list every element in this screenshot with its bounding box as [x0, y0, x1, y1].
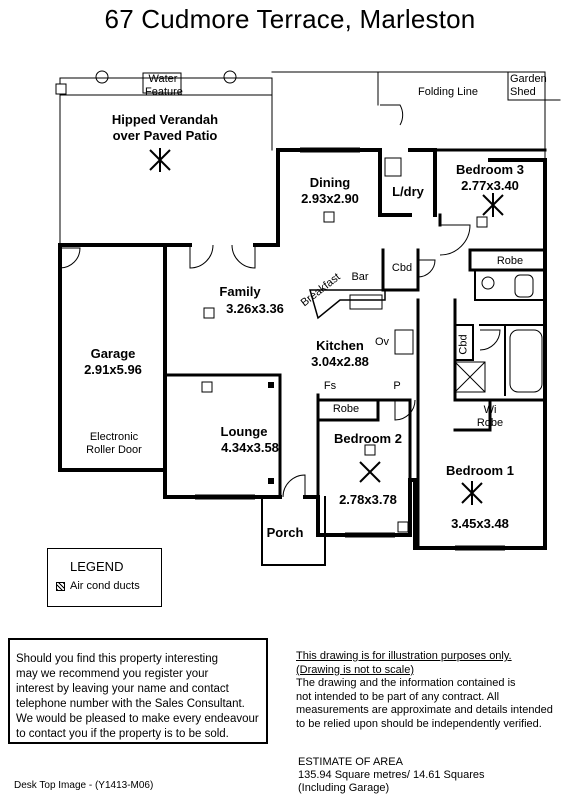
lounge-post-1 [268, 382, 274, 388]
area-heading: ESTIMATE OF AREA [298, 756, 403, 768]
laundry-label: L/dry [392, 184, 424, 199]
fan-bed1 [461, 481, 483, 505]
family-size: 3.26x3.36 [226, 301, 284, 316]
bed1-size: 3.45x3.48 [451, 516, 509, 531]
pantry-label: P [393, 380, 401, 392]
water-feature-label: Water Feature [145, 73, 183, 98]
verandah-label: Hipped Verandah over Paved Patio [111, 112, 219, 143]
legend-item-label: Air cond ducts [70, 580, 140, 592]
area-note: (Including Garage) [298, 782, 390, 794]
cbd-side-label: Cbd [457, 334, 470, 355]
fan-bed3 [482, 193, 504, 217]
robe3-label: Robe [496, 255, 524, 267]
bed2-name: Bedroom 2 [334, 431, 402, 446]
shower-x [454, 361, 486, 393]
porch-label: Porch [266, 525, 304, 540]
bar-label: Bar [351, 271, 369, 283]
cooktop [394, 329, 414, 355]
window-bed2 [345, 532, 395, 538]
door-family-left [189, 244, 214, 269]
porch [261, 496, 326, 566]
fan-bed2 [359, 461, 381, 483]
oven-label: Ov [374, 336, 390, 348]
hall-walls [416, 298, 547, 550]
door-cbd [417, 259, 436, 278]
laundry-trough [384, 157, 402, 177]
roller-door-label: Electronic Roller Door [86, 431, 142, 456]
door-ensuite [479, 329, 501, 351]
laundry-walls [378, 148, 437, 217]
door-laundry [380, 104, 404, 126]
lounge-name: Lounge [220, 424, 268, 439]
area-estimate: ESTIMATE OF AREA 135.94 Square metres/ 1… [298, 756, 485, 795]
fan-verandah [149, 148, 171, 172]
garden-plants [95, 70, 237, 94]
family-name: Family [219, 284, 261, 299]
cbd-top-label: Cbd [391, 262, 413, 274]
window-bed1 [455, 545, 505, 551]
footer: Desk Top Image - (Y1413-M06) [14, 780, 154, 791]
bed3-walls [433, 148, 547, 272]
lounge-size: 4.34x3.58 [221, 440, 279, 455]
exterior-wall-garage [58, 243, 167, 472]
fs-label: Fs [323, 380, 337, 392]
cbd-side [454, 324, 474, 361]
legend: LEGEND Air cond ducts [47, 548, 162, 607]
door-garage [59, 247, 81, 269]
shed-outline [507, 71, 561, 101]
dining-name: Dining [309, 175, 351, 190]
contact-text: Should you find this property interestin… [16, 653, 259, 740]
bed3-name: Bedroom 3 [456, 162, 524, 177]
robe2-label: Robe [332, 403, 360, 415]
legend-title: LEGEND [70, 559, 124, 574]
folding-line-label: Folding Line [418, 86, 478, 98]
ensuite [479, 324, 546, 396]
disclaimer-line1: This drawing is for illustration purpose… [296, 650, 512, 662]
wi-robe-label: Wi Robe [476, 404, 504, 429]
bed2-walls [316, 398, 412, 537]
breakfast-bar [309, 289, 386, 320]
air-duct-icon [56, 581, 65, 591]
shower [454, 361, 486, 393]
garage-name: Garage [90, 346, 136, 361]
area-value: 135.94 Square metres/ 14.61 Squares [298, 769, 485, 781]
door-bed2 [394, 399, 416, 421]
window-dining [300, 147, 360, 153]
disclaimer-body: The drawing and the information containe… [296, 677, 553, 730]
rear-fence [271, 71, 546, 161]
stove [349, 294, 383, 310]
kitchen-name: Kitchen [316, 338, 364, 353]
toilet [514, 274, 534, 298]
east-wall [488, 158, 547, 282]
garden-shed-label: Garden Shed [510, 73, 547, 98]
dining-size: 2.93x2.90 [301, 191, 359, 206]
door-porch [282, 474, 306, 498]
contact-box: Should you find this property interestin… [8, 638, 268, 744]
kitchen-size: 3.04x2.88 [311, 354, 369, 369]
bed2-size: 2.78x3.78 [339, 492, 397, 507]
disclaimer-line2: (Drawing is not to scale) [296, 663, 414, 676]
basin [481, 276, 495, 290]
page-title: 67 Cudmore Terrace, Marleston [104, 4, 476, 34]
exterior-wall-family [163, 148, 382, 247]
verandah-outline [59, 77, 273, 246]
bed1-walls [408, 278, 547, 550]
bed1-name: Bedroom 1 [446, 463, 514, 478]
window-lounge [195, 494, 255, 500]
bed3-size: 2.77x3.40 [461, 178, 519, 193]
door-bed3 [439, 224, 471, 256]
garage-wall [58, 243, 167, 499]
wc [474, 269, 546, 301]
air-cond-ducts [55, 83, 488, 533]
garage-size: 2.91x5.96 [84, 362, 142, 377]
legend-item: Air cond ducts [56, 580, 140, 592]
door-family-right [231, 244, 256, 269]
lounge-post-2 [268, 478, 274, 484]
bath [509, 329, 543, 393]
disclaimer: This drawing is for illustration purpose… [296, 650, 566, 731]
